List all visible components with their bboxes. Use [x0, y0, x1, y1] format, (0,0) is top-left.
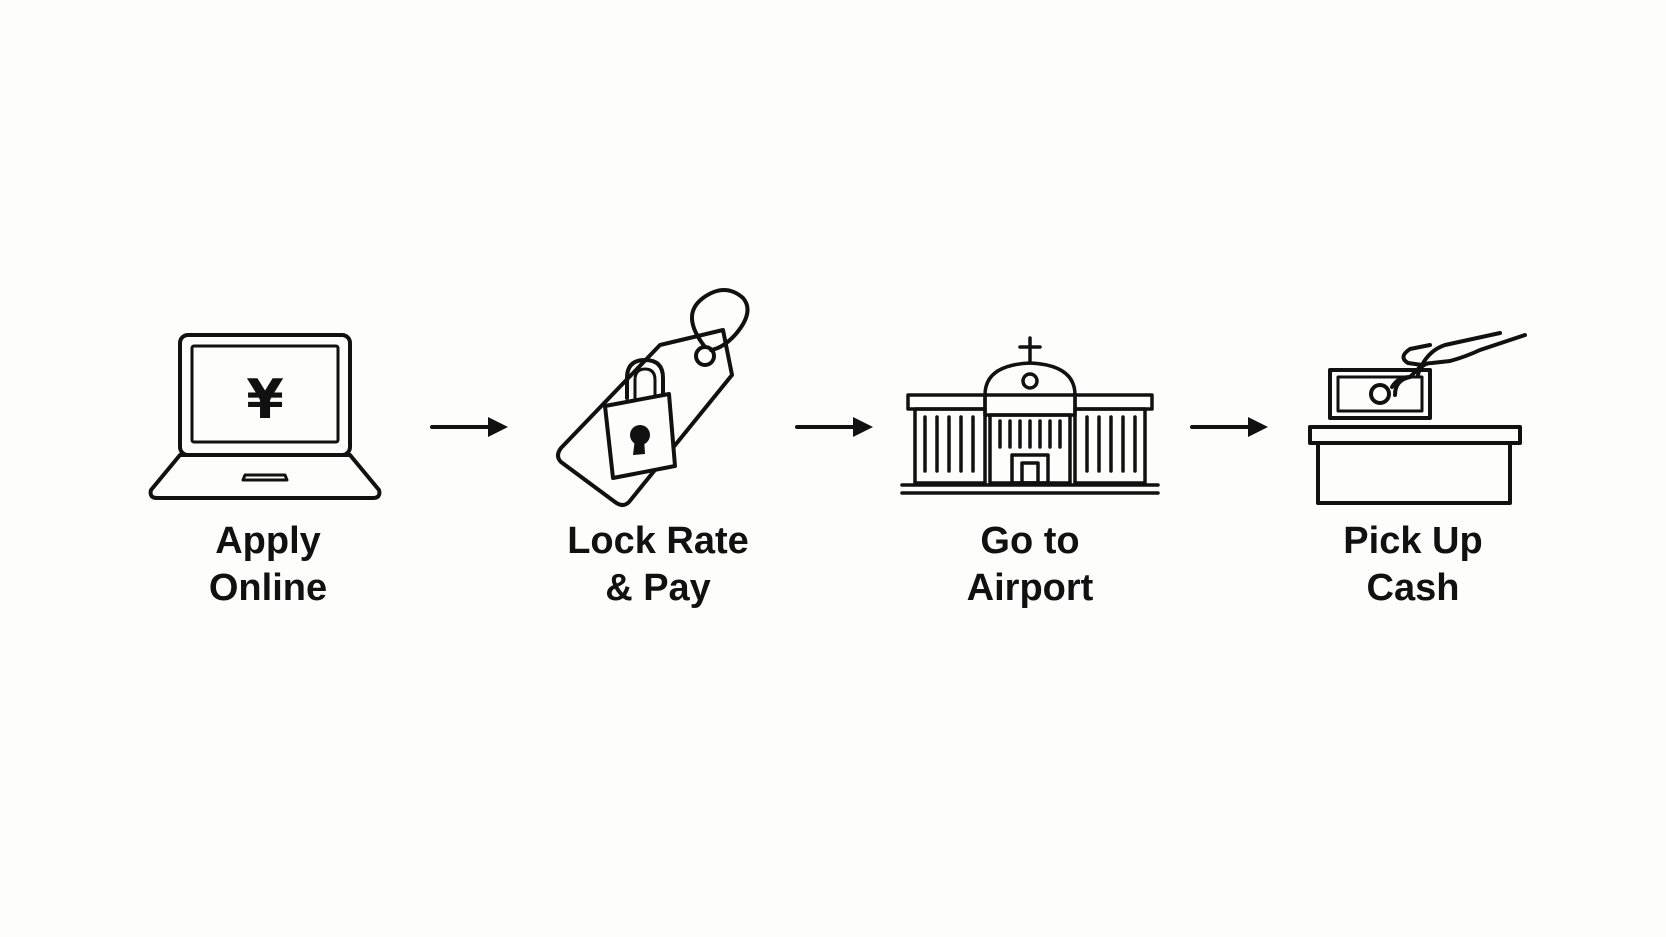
step-label-line: Apply: [215, 520, 321, 562]
step-label-line: Online: [208, 567, 328, 609]
laptop-yen-icon: ¥: [145, 330, 385, 505]
hand-cash-counter-icon: [1300, 305, 1530, 510]
airport-terminal-icon: [900, 335, 1160, 495]
step-label-pick-up-cash: Pick Up Cash: [1283, 518, 1543, 612]
arrow-right-icon: [430, 417, 508, 437]
step-label-line: Lock Rate: [567, 520, 749, 562]
step-label-line: Pick Up: [1343, 520, 1483, 562]
step-label-line: Go to: [980, 520, 1080, 562]
step-label-line: Airport: [966, 567, 1094, 609]
step-label-lock-rate-pay: Lock Rate & Pay: [528, 518, 788, 612]
padlock-price-tag-icon: [555, 288, 775, 515]
step-label-apply-online: Apply Online: [138, 518, 398, 612]
step-label-line: Cash: [1366, 567, 1460, 609]
arrow-right-icon: [795, 417, 873, 437]
step-label-line: & Pay: [605, 567, 711, 609]
arrow-right-icon: [1190, 417, 1268, 437]
yen-symbol: ¥: [246, 368, 284, 431]
step-label-go-to-airport: Go to Airport: [900, 518, 1160, 612]
